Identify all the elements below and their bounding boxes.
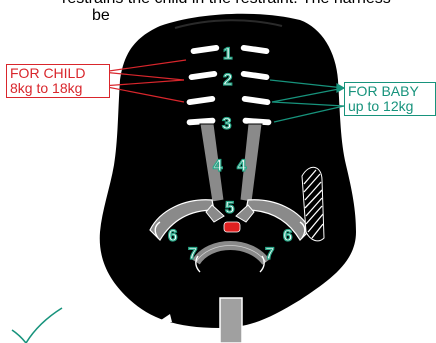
label-for-child-title: FOR CHILD (10, 66, 106, 81)
crotch-number-right: 7 (265, 244, 274, 264)
buckle-release-button (224, 222, 240, 232)
label-for-baby-weight: up to 12kg (348, 99, 432, 114)
slot-number-1: 1 (223, 44, 232, 64)
belt-guide-tab (220, 298, 242, 343)
hip-number-right: 6 (283, 226, 292, 246)
label-for-baby-title: FOR BABY (348, 84, 432, 99)
checkmark-icon (12, 308, 62, 343)
strap-number-right: 4 (237, 156, 246, 176)
slot-number-3: 3 (222, 114, 231, 134)
label-for-child: FOR CHILD 8kg to 18kg (6, 64, 110, 98)
buckle-number: 5 (225, 198, 234, 218)
label-for-child-weight: 8kg to 18kg (10, 81, 106, 96)
strap-number-left: 4 (213, 156, 222, 176)
crotch-number-left: 7 (188, 244, 197, 264)
hip-number-left: 6 (168, 226, 177, 246)
label-for-baby: FOR BABY up to 12kg (344, 82, 436, 116)
slot-number-2: 2 (223, 70, 232, 90)
